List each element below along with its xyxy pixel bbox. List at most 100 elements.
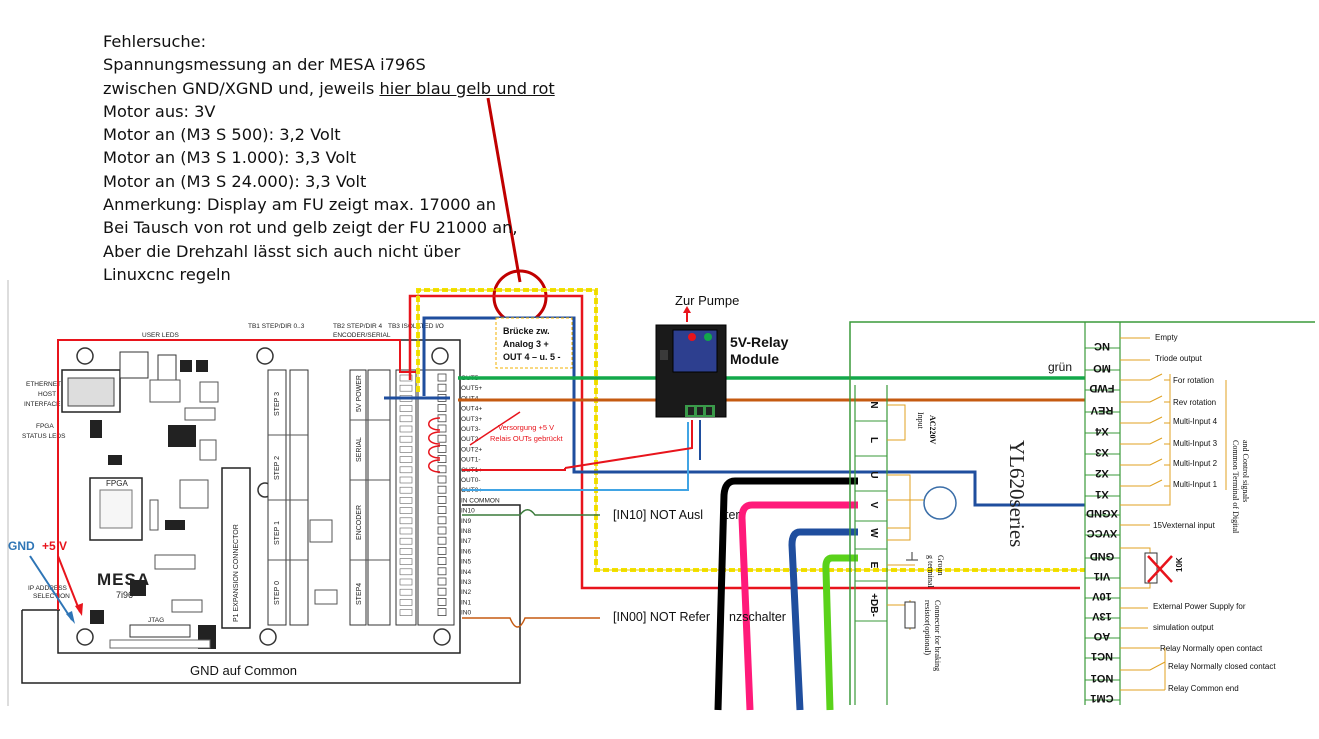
io-pin-label: IN6 [461, 548, 472, 555]
host-label: HOST [38, 391, 56, 398]
note-line-9: Bei Tausch von rot und gelb zeigt der FU… [103, 218, 518, 238]
step1-label: STEP 1 [274, 521, 281, 545]
5v-power-label: 5V POWER [356, 375, 363, 412]
io-pin-terminal [437, 373, 447, 382]
plus5v-label: +5 V [42, 539, 67, 553]
io-pin-terminal [437, 485, 447, 494]
io-pin-component [399, 466, 413, 474]
step4-label: STEP4 [356, 583, 363, 605]
annotation-pointer [486, 97, 522, 283]
io-pin-component [399, 507, 413, 514]
svg-text:and Control signals: and Control signals [1241, 440, 1250, 502]
versorgung-label-2: Relais OUTs gebrückt [490, 434, 563, 443]
black-motor-cable [714, 477, 858, 711]
step0-label: STEP 0 [274, 581, 281, 605]
io-pin-component [399, 435, 413, 443]
io-pin-terminal [437, 536, 447, 545]
io-pin-terminal [437, 516, 447, 525]
svg-text:resistor(optional): resistor(optional) [923, 600, 932, 655]
vfd-terminal-label: XGND [1086, 507, 1118, 519]
vfd-terminal-label: NC1 [1091, 650, 1113, 662]
vfd-description: Empty [1155, 333, 1178, 342]
in10-wire [462, 509, 600, 516]
vfd-description: Multi-Input 4 [1173, 417, 1218, 426]
tb2-label: TB2 STEP/DIR 4 [333, 323, 383, 330]
motor-symbol [923, 486, 957, 520]
io-pin-component [399, 497, 413, 504]
io-pin-label: IN3 [461, 579, 472, 586]
in00-label-tail: nzschalter [729, 610, 786, 624]
vfd-description: Multi-Input 2 [1173, 459, 1218, 468]
relay-title-2: Module [730, 351, 779, 367]
step3-label: STEP 3 [274, 392, 281, 416]
in00-wire [462, 617, 600, 628]
note-line-7: Motor an (M3 S 24.000): 3,3 Volt [103, 171, 367, 191]
zur-pumpe-label: Zur Pumpe [675, 293, 739, 308]
ethernet-label: ETHERNET [26, 381, 61, 388]
vfd-power-terminal-label: +DB- [868, 593, 879, 617]
io-pin-label: IN4 [461, 569, 472, 576]
encoder-label: ENCODER [356, 505, 363, 540]
svg-text:AC220V: AC220V [928, 415, 937, 445]
io-pin-component [399, 558, 413, 565]
light-blue-wire [462, 422, 689, 491]
vfd-terminal-label: X1 [1095, 488, 1108, 500]
vfd-power-terminal-label: U [868, 471, 879, 478]
blue-motor-cable [788, 528, 858, 711]
encoder-serial-label: ENCODER/SERIAL [333, 332, 391, 339]
io-pin-terminal [437, 383, 447, 392]
plus5v-arrow [57, 555, 81, 613]
note-line-3: zwischen GND/XGND und, jeweils hier blau… [103, 78, 555, 98]
relay-bridge-loops [428, 417, 441, 473]
vfd-power-terminal-label: V [868, 502, 879, 509]
io-pin-terminal [437, 465, 447, 474]
io-pin-terminal [437, 567, 447, 576]
note-line-2: Spannungsmessung an der MESA i796S [103, 55, 426, 75]
vfd-terminal-label: NO1 [1091, 672, 1114, 684]
note-line-8: Anmerkung: Display am FU zeigt max. 1700… [103, 195, 497, 215]
io-pin-terminal [437, 587, 447, 596]
in10-label-tail: ter [725, 508, 740, 522]
io-pin-label: OUT4+ [461, 406, 482, 413]
vfd-description: External Power Supply for [1153, 602, 1246, 611]
note-line-5: Motor an (M3 S 500): 3,2 Volt [103, 125, 341, 145]
tb3-label: TB3 ISOLATED I/O [388, 323, 444, 330]
user-leds-label: USER LEDS [142, 332, 180, 339]
io-pin-component [399, 415, 413, 423]
gnd-label: GND [8, 539, 35, 553]
svg-text:Groun: Groun [936, 555, 945, 575]
io-pin-label: OUT3- [461, 426, 481, 433]
vfd-terminal-label: GND [1090, 550, 1115, 562]
ground-icon [906, 552, 918, 561]
io-pin-terminal [437, 598, 447, 606]
io-pin-terminal [437, 424, 447, 433]
vfd-description: Triode output [1155, 354, 1203, 363]
gruen-label: grün [1048, 360, 1072, 374]
note-line-11: Linuxcnc regeln [103, 264, 231, 284]
mesa-model: 7i96 [116, 590, 133, 600]
svg-text:OUT 4 – u. 5 -: OUT 4 – u. 5 - [503, 352, 561, 362]
io-pin-terminal [437, 608, 447, 616]
io-pin-terminal [437, 434, 447, 443]
svg-text:Input: Input [916, 412, 925, 430]
io-pin-label: IN10 [461, 508, 475, 515]
io-pin-component [399, 578, 413, 586]
step-labels: STEP 3 STEP 2 STEP 1 STEP 0 5V POWER SER… [274, 375, 363, 605]
svg-text:Analog 3 +: Analog 3 + [503, 339, 549, 349]
vfd-terminal-label: X2 [1095, 467, 1108, 479]
vfd-description: Multi-Input 1 [1173, 480, 1218, 489]
vfd-terminal-label: X3 [1095, 446, 1108, 458]
braking-resistor [904, 601, 916, 629]
fpga-status-label: FPGA [36, 423, 54, 430]
io-pin-label: OUT3+ [461, 416, 482, 423]
pot-cross-icon [1147, 555, 1173, 583]
status-leds-label: STATUS LEDS [22, 433, 66, 440]
io-pin-label: IN1 [461, 599, 472, 606]
bruecke-note [495, 317, 573, 369]
io-pin-label: OUT2+ [461, 446, 482, 453]
io-pin-component [399, 527, 413, 535]
vfd-description: Relay Normally closed contact [1168, 662, 1276, 671]
